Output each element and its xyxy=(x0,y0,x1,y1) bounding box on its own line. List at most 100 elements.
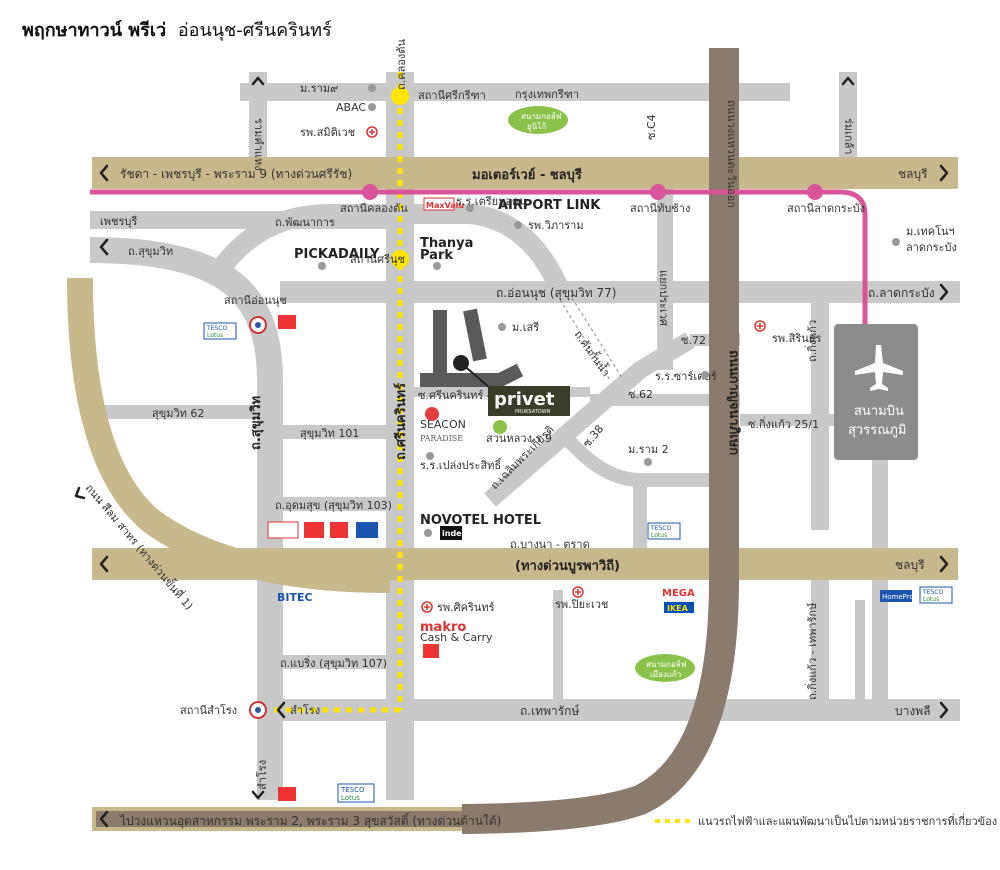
svg-text:TESCO: TESCO xyxy=(206,325,227,332)
place-siriroj: รพ.สิรินธร xyxy=(772,332,822,345)
bts-onnut-label: สถานีอ่อนนุช xyxy=(224,294,287,307)
place-thanya: Thanya xyxy=(420,236,473,251)
seacon-logo xyxy=(425,407,439,421)
station-klongton-dot xyxy=(362,184,378,200)
motorway-right-label: ชลบุรี xyxy=(898,167,928,182)
place-seacon: SEACON xyxy=(420,418,466,431)
bigc-logo xyxy=(423,644,439,658)
place-pickadaily: PICKADAILY xyxy=(294,247,380,262)
burapha-right-label: ชลบุรี xyxy=(895,558,925,573)
place-homepro: HomePro xyxy=(882,593,914,601)
krungthep-kreetha-label: กรุงเทพกรีฑา xyxy=(515,88,579,101)
chevron-up-icon xyxy=(251,76,265,86)
kingkaew-thepharak-label: ถ.กิ่งแก้ว - เทพารักษ์ xyxy=(804,602,819,700)
place-makro-sub: Cash & Carry xyxy=(420,631,493,644)
svg-text:TESCO: TESCO xyxy=(340,786,365,794)
place-ikea: IKEA xyxy=(667,604,689,613)
place-maxvalu-sub: ร.ร.เตรียมอุดม xyxy=(456,195,526,208)
onnut-label: ถ.อ่อนนุช (สุขุมวิท 77) xyxy=(496,286,616,301)
latkrabang-label: ถ.ลาดกระบัง xyxy=(868,286,935,300)
chevron-right-icon xyxy=(939,283,949,301)
chevron-right-icon xyxy=(939,701,949,719)
hospital-icon xyxy=(421,601,433,613)
place-piyavate: รพ.ปิยะเวช xyxy=(555,598,608,611)
chevron-down-icon xyxy=(251,790,265,800)
project-marker: privet PRUKSATOWN xyxy=(453,355,570,416)
bigc-logo xyxy=(278,315,296,329)
chevron-left-icon xyxy=(99,555,109,573)
soi72-label: ซ.72 xyxy=(681,334,706,347)
bottom-road-label: ไปวงแหวนอุตสาหกรรม พระราม 2, พระราม 3 สุ… xyxy=(119,812,501,829)
golf-badge-2 xyxy=(635,654,695,682)
seacon-square-logo xyxy=(356,522,378,538)
central-logo xyxy=(304,522,324,538)
bts-onnut-marker xyxy=(249,316,267,334)
tesco-lotus-logo-2: TESCO Lotus xyxy=(647,522,681,540)
soi62b-label: ซ.62 xyxy=(628,388,653,401)
motorway-v-label: ถนนวงแหวนตะวันออก xyxy=(725,100,738,208)
place-vibharam: รพ.วิภาราม xyxy=(528,219,584,232)
road-chalermphrakiat xyxy=(484,332,695,507)
chevron-left-icon xyxy=(99,810,109,828)
bigc-logo xyxy=(330,522,348,538)
burapha-label: (ทางด่วนบูรพาวิถี) xyxy=(515,558,620,574)
bts-srinuch-dot xyxy=(391,250,409,268)
tesco-lotus-logo-3: TESCO Lotus xyxy=(919,586,953,604)
chevron-left-icon xyxy=(276,701,286,719)
phatthanakan-label: ถ.พัฒนาการ xyxy=(275,216,335,229)
legend: แนวรถไฟฟ้าและแผนพัฒนาเป็นไปตามหน่วยราชกา… xyxy=(655,813,997,828)
place-techno2: ลาดกระบัง xyxy=(906,241,957,254)
place-paradise: PARADISE xyxy=(420,434,463,443)
klongton-label: ถ.คลองตัน xyxy=(395,39,408,90)
bangphli-label: บางพลี xyxy=(895,704,930,718)
chevron-right-icon xyxy=(939,164,949,182)
soi62-label: สุขุมวิท 62 xyxy=(152,407,204,420)
kingkaew251-label: ซ.กิ่งแก้ว 25/1 xyxy=(748,416,819,431)
samrong2-label: สำโรง xyxy=(255,760,269,790)
svg-text:Lotus: Lotus xyxy=(651,532,667,539)
sukhumvit-h-label: ถ.สุขุมวิท xyxy=(128,245,173,258)
project-name: privet xyxy=(494,389,555,410)
udomsuk-label: ถ.อุดมสุข (สุขุมวิท 103) xyxy=(275,499,392,512)
hospital-icon xyxy=(754,320,766,332)
tesco-lotus-logo-4: TESCO Lotus xyxy=(337,783,375,803)
project-access-roads xyxy=(420,308,524,387)
ramkhamhaeng-label: รามคำแหง xyxy=(252,118,265,171)
motorway-band xyxy=(92,157,958,189)
title-rest: อ่อนนุช-ศรีนครินทร์ xyxy=(178,20,332,41)
project-logo-box xyxy=(488,386,570,416)
road-sukhumvit xyxy=(89,237,283,800)
chevron-right-icon xyxy=(939,555,949,573)
place-techno: ม.เทคโนฯ xyxy=(906,224,955,238)
station-latkrabang-dot xyxy=(807,184,823,200)
place-abac: ABAC xyxy=(336,101,366,114)
hospital-icon xyxy=(572,586,584,598)
petchburi-label: เพชรบุรี xyxy=(100,215,137,228)
place-mega: MEGA xyxy=(662,588,695,599)
place-ram2: ม.ราม 2 xyxy=(628,443,669,456)
project-sub: PRUKSATOWN xyxy=(515,409,551,415)
kanchana-label: ถนนกาญจนาภิเษก xyxy=(726,350,741,455)
place-bitec: BITEC xyxy=(277,591,313,604)
station-latkrabang-label: สถานีลาดกระบัง xyxy=(787,202,865,215)
bts-samrong-marker xyxy=(249,701,267,719)
place-thanya2: Park xyxy=(420,248,453,263)
sukhumvit-v-label: ถ.สุขุมวิท xyxy=(249,396,264,450)
chevron-left-icon xyxy=(99,238,109,256)
bts-samrong-label: สถานีสำโรง xyxy=(180,703,237,717)
bigc-logo xyxy=(278,787,296,801)
romklao-label: ร่มเกล้า xyxy=(842,118,855,155)
svg-text:Lotus: Lotus xyxy=(923,596,939,603)
chevron-left-icon xyxy=(99,164,109,182)
svg-text:TESCO: TESCO xyxy=(922,589,943,596)
soi45-label: ซ.ศรีนครินทร์ 45 xyxy=(418,389,501,402)
bts-line xyxy=(270,72,403,713)
airport-link-line xyxy=(90,189,868,325)
airport-name2: สุวรรณภูมิ xyxy=(848,423,906,438)
chevron-up-icon xyxy=(841,76,855,86)
place-ram9: ม.ราม๙ xyxy=(300,82,338,95)
place-srisaeng: ร.ร.ซาร์เตอร์ xyxy=(655,370,717,383)
svg-text:Lotus: Lotus xyxy=(207,332,223,339)
hospital-icon xyxy=(366,126,378,138)
